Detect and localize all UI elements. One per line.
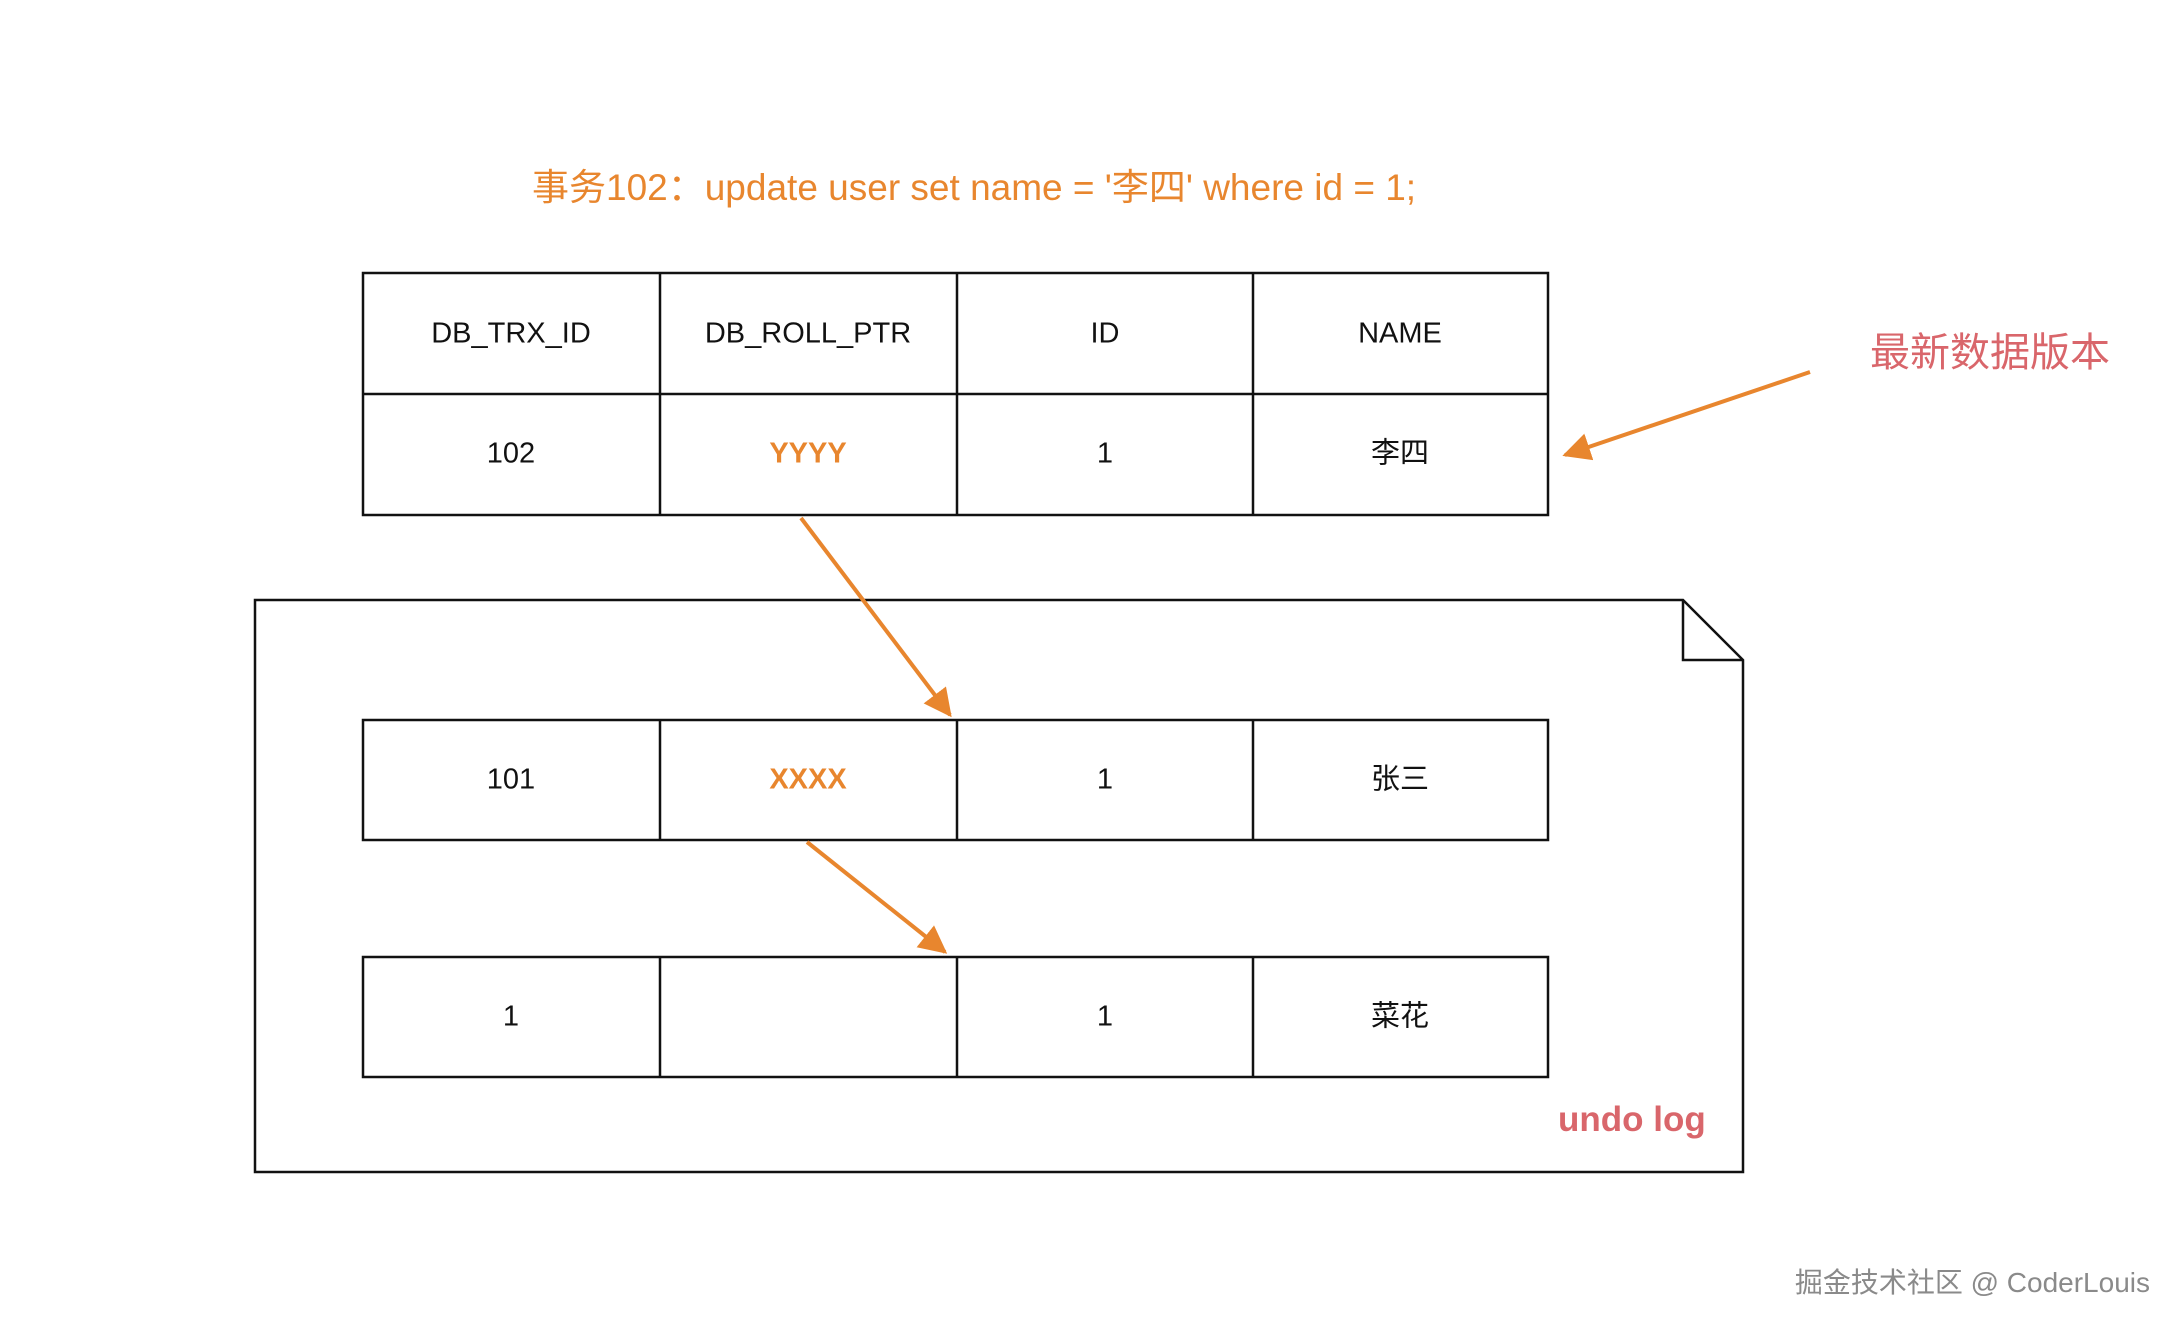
header-db-trx-id: DB_TRX_ID [431, 318, 591, 350]
undo-trx-id-cell: 101 [487, 764, 535, 796]
main-record-table: DB_TRX_ID DB_ROLL_PTR ID NAME 102 YYYY 1… [361, 271, 1550, 517]
undo-log-label: undo log [1558, 1100, 1706, 1139]
undo-log-document-shape [253, 598, 1745, 1174]
main-name-cell: 李四 [1371, 437, 1429, 470]
roll-ptr-arrow-xxxx [805, 840, 948, 954]
latest-version-arrow [1562, 370, 1811, 461]
undo-row-border [361, 718, 1550, 842]
latest-version-label: 最新数据版本 [1870, 331, 2110, 375]
undo-row: 101 XXXX 1 张三 [361, 718, 1550, 842]
header-db-roll-ptr: DB_ROLL_PTR [705, 318, 911, 350]
undo-name-cell: 张三 [1371, 764, 1429, 796]
undo-log-folded-corner [1681, 600, 1743, 662]
watermark: 掘金技术社区 @ CoderLouis [1795, 1267, 2150, 1298]
undo-name-cell: 菜花 [1371, 1000, 1429, 1033]
main-roll-ptr-cell: YYYY [769, 438, 846, 470]
header-id: ID [1091, 318, 1120, 350]
undo-id-cell: 1 [1097, 1001, 1113, 1033]
roll-ptr-arrow-yyyy [799, 516, 952, 718]
undo-log-container: undo log [253, 598, 1745, 1174]
undo-row-border [361, 955, 1550, 1079]
main-trx-id-cell: 102 [487, 438, 535, 470]
undo-id-cell: 1 [1097, 764, 1113, 796]
main-id-cell: 1 [1097, 438, 1113, 470]
header-name: NAME [1358, 318, 1442, 350]
undo-trx-id-cell: 1 [503, 1001, 519, 1033]
undo-row: 1 1 菜花 [361, 955, 1550, 1079]
undo-roll-ptr-cell: XXXX [769, 764, 847, 796]
transaction-sql-title: 事务102：update user set name = '李四' where … [532, 167, 1416, 208]
